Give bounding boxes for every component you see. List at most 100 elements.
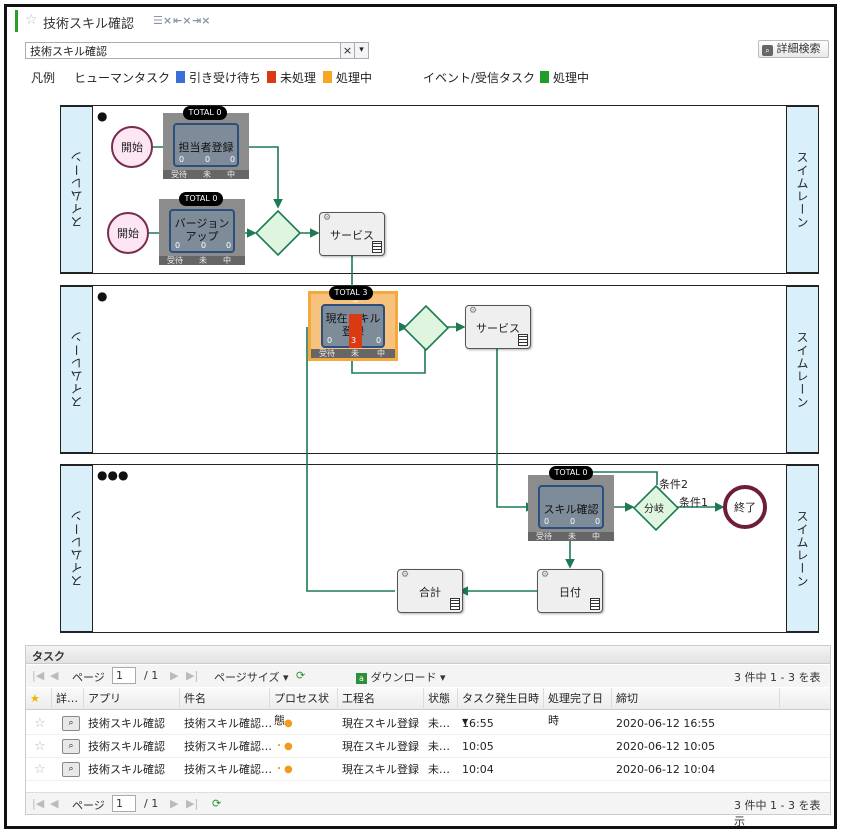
row-detail-icon[interactable]: ⌕ bbox=[62, 762, 80, 777]
last-page-icon[interactable]: ▶| bbox=[186, 669, 199, 682]
top-pager: |◀ ◀ ページ 1 / 1 ▶ ▶| ページサイズ ▾ ⟳ a ダウンロード … bbox=[26, 665, 830, 700]
download-menu[interactable]: a ダウンロード ▾ bbox=[356, 669, 446, 685]
task-box: 担当者登録 0 0 0 bbox=[173, 123, 239, 167]
column-detail[interactable]: 詳… bbox=[52, 688, 84, 710]
column-step[interactable]: 工程名 bbox=[338, 688, 424, 710]
next-page-icon[interactable]: ▶ bbox=[170, 669, 179, 682]
page-number-input[interactable]: 1 bbox=[112, 795, 136, 812]
first-page-icon[interactable]: |◀ bbox=[32, 669, 45, 682]
count-processing: 0 bbox=[595, 517, 601, 526]
swimlane-2: スイムレーン スイムレーン ● bbox=[60, 285, 819, 454]
column-state[interactable]: 状態 bbox=[424, 688, 458, 710]
column-occurred-label: タスク発生日時 bbox=[462, 692, 539, 705]
task-assignee-registration[interactable]: 担当者登録 0 0 0 受待 未 中 bbox=[163, 113, 249, 179]
bottom-pager: |◀ ◀ ページ 1 / 1 ▶ ▶| ⟳ 3 件中 1 - 3 を表示 bbox=[26, 792, 830, 826]
service-task-sum[interactable]: ⚙ 合計 bbox=[397, 569, 463, 613]
table-row[interactable]: ☆ ⌕ 技術スキル確認 技術スキル確認… ・● 現在スキル登録 未… 16:55… bbox=[26, 712, 830, 735]
footer-waiting: 受待 bbox=[319, 349, 335, 358]
column-subject[interactable]: 件名 bbox=[180, 688, 270, 710]
search-input[interactable] bbox=[25, 42, 341, 59]
next-page-icon[interactable]: ▶ bbox=[170, 797, 179, 810]
calculator-icon bbox=[590, 598, 600, 610]
person-icon: ● bbox=[97, 289, 108, 303]
legend-swatch-event-processing bbox=[540, 71, 549, 83]
first-page-icon[interactable]: |◀ bbox=[32, 797, 45, 810]
branch-gateway[interactable] bbox=[633, 485, 679, 531]
prev-page-icon[interactable]: ◀ bbox=[50, 669, 59, 682]
total-badge: TOTAL 0 bbox=[549, 466, 593, 480]
start-event-1[interactable]: 開始 bbox=[111, 126, 153, 168]
row-detail-icon[interactable]: ⌕ bbox=[62, 739, 80, 754]
page-label: ページ bbox=[72, 799, 105, 812]
column-occurred[interactable]: タスク発生日時 ▼ bbox=[458, 688, 544, 726]
row-detail-icon[interactable]: ⌕ bbox=[62, 716, 80, 731]
swimlane-2-left-header: スイムレーン bbox=[60, 286, 93, 453]
count-processing: 0 bbox=[226, 241, 232, 250]
calculator-icon bbox=[518, 334, 528, 346]
cell-subject: 技術スキル確認… bbox=[184, 740, 272, 753]
service-task-2[interactable]: ⚙ サービス bbox=[465, 305, 531, 349]
row-favorite-icon[interactable]: ☆ bbox=[34, 739, 46, 754]
cell-subject: 技術スキル確認… bbox=[184, 763, 272, 776]
main-window: ☆ 技術スキル確認 ☰× ⇤× ⇥× × ▾ ⌕ 詳細検索 凡例 ヒューマンタス… bbox=[4, 4, 837, 829]
count-processing: 0 bbox=[376, 336, 382, 345]
page-number-input[interactable]: 1 bbox=[112, 667, 136, 684]
page-total: / 1 bbox=[144, 797, 159, 810]
task-box: 現在スキル 登録 0 3 0 bbox=[321, 304, 385, 348]
last-page-icon[interactable]: ▶| bbox=[186, 797, 199, 810]
reset-icon[interactable]: ⇤× bbox=[173, 14, 192, 27]
cell-state: 未… bbox=[428, 763, 450, 776]
task-grid-header: ★ 詳… アプリ 件名 プロセス状態 工程名 状態 タスク発生日時 ▼ 処理完了… bbox=[26, 688, 830, 727]
task-current-skill-registration[interactable]: 現在スキル 登録 0 3 0 3 受待 未 中 bbox=[308, 291, 398, 361]
service-label: 合計 bbox=[419, 586, 441, 599]
page-size-label: ページサイズ bbox=[214, 671, 280, 684]
filter-clear-icon[interactable]: ☰× bbox=[153, 14, 173, 27]
footer-unprocessed: 未 bbox=[199, 256, 207, 265]
row-favorite-icon[interactable]: ☆ bbox=[34, 716, 46, 731]
footer-waiting: 受待 bbox=[536, 532, 552, 541]
exclusive-gateway[interactable] bbox=[403, 305, 449, 351]
end-event[interactable]: 終了 bbox=[723, 485, 767, 529]
parallel-gateway[interactable] bbox=[255, 210, 301, 256]
task-footer: 受待 未 中 bbox=[159, 256, 245, 265]
search-clear-button[interactable]: × bbox=[341, 42, 355, 59]
legend-swatch-waiting bbox=[176, 71, 185, 83]
table-row[interactable]: ☆ ⌕ 技術スキル確認 技術スキル確認… ・● 現在スキル登録 未… 10:05… bbox=[26, 735, 830, 758]
favorite-star-icon[interactable]: ☆ bbox=[25, 12, 38, 28]
footer-waiting: 受待 bbox=[167, 256, 183, 265]
total-badge: TOTAL 3 bbox=[329, 286, 373, 300]
cell-step: 現在スキル登録 bbox=[342, 763, 419, 776]
row-favorite-icon[interactable]: ☆ bbox=[34, 762, 46, 777]
column-completed[interactable]: 処理完了日時 bbox=[544, 688, 612, 727]
gear-icon: ⚙ bbox=[469, 306, 478, 316]
favorite-column-icon[interactable]: ★ bbox=[26, 688, 52, 710]
cell-step: 現在スキル登録 bbox=[342, 717, 419, 730]
table-row[interactable]: ☆ ⌕ 技術スキル確認 技術スキル確認… ・● 現在スキル登録 未… 10:04… bbox=[26, 758, 830, 781]
legend-human-task-label: ヒューマンタスク bbox=[74, 71, 171, 85]
footer-unprocessed: 未 bbox=[203, 170, 211, 179]
count-waiting: 0 bbox=[544, 517, 550, 526]
page-size-menu[interactable]: ページサイズ ▾ bbox=[214, 671, 289, 684]
column-deadline[interactable]: 締切 bbox=[612, 688, 780, 710]
service-task-1[interactable]: ⚙ サービス bbox=[319, 212, 385, 256]
footer-unprocessed: 未 bbox=[351, 349, 359, 358]
refresh-icon[interactable]: ⟳ bbox=[296, 669, 306, 682]
export-icon[interactable]: ⇥× bbox=[192, 14, 211, 27]
detail-search-button[interactable]: ⌕ 詳細検索 bbox=[758, 40, 829, 58]
column-app[interactable]: アプリ bbox=[84, 688, 180, 710]
search-dropdown-button[interactable]: ▾ bbox=[355, 42, 369, 59]
task-skill-check[interactable]: スキル確認 0 0 0 受待 未 中 bbox=[528, 475, 614, 541]
legend-label: 凡例 bbox=[31, 71, 56, 85]
prev-page-icon[interactable]: ◀ bbox=[50, 797, 59, 810]
swimlane-2-right-header: スイムレーン bbox=[786, 286, 819, 453]
refresh-icon[interactable]: ⟳ bbox=[212, 797, 222, 810]
service-task-date[interactable]: ⚙ 日付 bbox=[537, 569, 603, 613]
total-badge: TOTAL 0 bbox=[179, 192, 223, 206]
condition-1-label: 条件1 bbox=[679, 496, 708, 509]
person-icon: ● bbox=[97, 109, 108, 123]
column-process-state[interactable]: プロセス状態 bbox=[270, 688, 338, 727]
legend-swatch-unprocessed bbox=[267, 71, 276, 83]
task-version-up[interactable]: バージョン アップ 0 0 0 受待 未 中 bbox=[159, 199, 245, 265]
start-event-2[interactable]: 開始 bbox=[107, 212, 149, 254]
footer-processing: 中 bbox=[227, 170, 235, 179]
